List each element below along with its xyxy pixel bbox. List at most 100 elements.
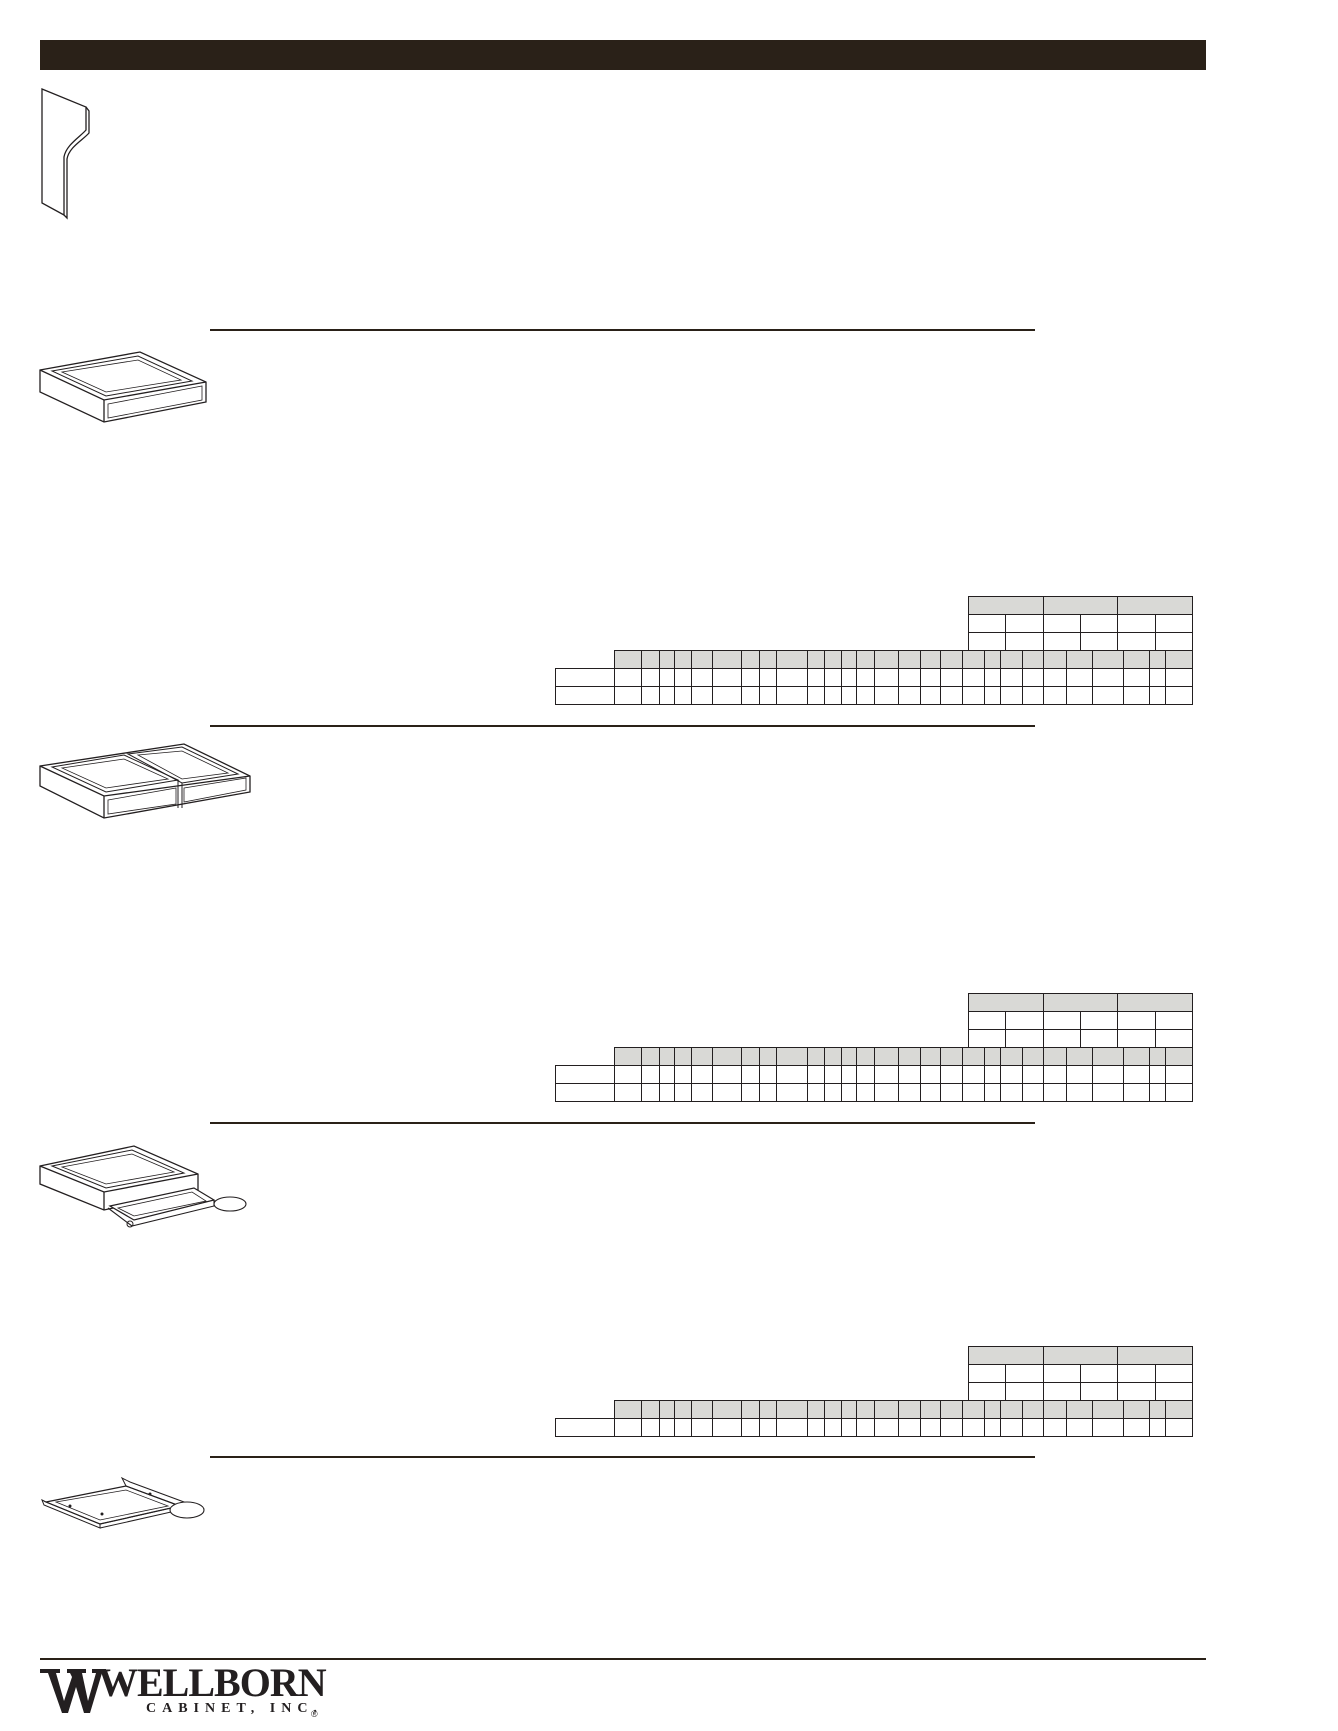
table-cell: [674, 650, 692, 669]
table-cell: [1066, 1047, 1094, 1066]
table-cell: [690, 1065, 714, 1084]
table-cell: [674, 1083, 692, 1102]
table-cell: [1021, 1065, 1044, 1084]
table-cell: [554, 1418, 616, 1437]
table-cell: [690, 1400, 714, 1419]
table-cell: [674, 668, 692, 687]
table-cell: [1021, 1083, 1044, 1102]
table-cell: [1000, 668, 1023, 687]
table-cell: [1164, 1400, 1194, 1419]
table-cell: [1154, 1011, 1194, 1030]
table-cell: [775, 1083, 808, 1102]
table-cell: [897, 1400, 922, 1419]
option-table-small: [967, 993, 1194, 1048]
table-cell: [961, 686, 985, 705]
table-cell: [824, 686, 842, 705]
table-cell: [1005, 1364, 1044, 1383]
table-cell: [658, 650, 676, 669]
table-cell: [554, 668, 616, 687]
wellborn-logo: WELLBORN CABINET, INC. ®: [40, 1661, 330, 1719]
table-cell: [1117, 1029, 1156, 1048]
table-cell: [1164, 668, 1194, 687]
table-cell: [712, 1418, 743, 1437]
size-grid-table: [554, 1047, 1194, 1102]
table-cell: [758, 1083, 777, 1102]
table-cell: [873, 650, 899, 669]
table-cell: [1123, 650, 1151, 669]
table-cell: [806, 668, 826, 687]
table-cell: [1117, 632, 1156, 651]
table-cell: [983, 1083, 1002, 1102]
table-cell: [983, 1418, 1002, 1437]
table-cell: [554, 1065, 616, 1084]
table-cell: [775, 686, 808, 705]
table-cell: [614, 1418, 642, 1437]
table-cell: [1066, 1400, 1094, 1419]
table-cell: [554, 686, 616, 705]
table-cell: [873, 1083, 899, 1102]
table-cell: [1042, 1400, 1068, 1419]
table-cell: [1164, 1047, 1194, 1066]
table-cell: [856, 1400, 875, 1419]
table-cell: [614, 686, 642, 705]
table-cell: [856, 1047, 875, 1066]
table-cell: [690, 1047, 714, 1066]
table-cell: [824, 650, 842, 669]
table-cell: [1066, 1065, 1094, 1084]
table-cell: [640, 1065, 660, 1084]
table-cell: [1000, 686, 1023, 705]
table-cell: [806, 1047, 826, 1066]
table-cell: [1154, 614, 1194, 633]
table-cell: [806, 1083, 826, 1102]
table-cell: [1079, 614, 1119, 633]
table-cell: [712, 1083, 743, 1102]
table-cell: [824, 1418, 842, 1437]
table-cell: [741, 1047, 760, 1066]
table-cell: [1000, 1047, 1023, 1066]
table-cell: [758, 1047, 777, 1066]
table-cell: [920, 1400, 942, 1419]
table-cell: [1092, 686, 1125, 705]
table-cell: [674, 686, 692, 705]
table-cell: [1149, 1418, 1166, 1437]
table-cell: [775, 668, 808, 687]
table-cell: [640, 1047, 660, 1066]
table-cell: [712, 686, 743, 705]
table-cell: [840, 668, 858, 687]
table-cell: [940, 1047, 963, 1066]
table-cell: [1042, 686, 1068, 705]
table-cell: [1066, 1083, 1094, 1102]
table-cell: [1117, 993, 1193, 1012]
table-cell: [1123, 1418, 1151, 1437]
table-cell: [712, 1400, 743, 1419]
table-cell: [920, 686, 942, 705]
table-cell: [873, 1047, 899, 1066]
table-cell: [968, 596, 1044, 615]
table-cell: [775, 650, 808, 669]
table-cell: [1079, 1382, 1119, 1401]
table-cell: [1164, 1065, 1194, 1084]
table-cell: [1149, 668, 1166, 687]
table-cell: [940, 686, 963, 705]
table-cell: [940, 668, 963, 687]
table-cell: [1164, 650, 1194, 669]
table-cell: [983, 1047, 1002, 1066]
table-cell: [967, 1382, 1007, 1401]
table-cell: [1005, 1011, 1044, 1030]
table-cell: [1154, 1382, 1194, 1401]
table-cell: [614, 668, 642, 687]
table-cell: [556, 1048, 615, 1066]
table-cell: [690, 650, 714, 669]
double-tray-illustration: [39, 743, 251, 819]
table-cell: [983, 650, 1002, 669]
table-cell: [1042, 1382, 1081, 1401]
table-cell: [1042, 632, 1081, 651]
table-cell: [897, 1083, 922, 1102]
table-cell: [1005, 632, 1044, 651]
table-cell: [1092, 668, 1125, 687]
size-grid-table: [554, 1400, 1194, 1437]
table-cell: [674, 1418, 692, 1437]
table-cell: [1079, 1029, 1119, 1048]
table-cell: [1092, 1083, 1125, 1102]
table-cell: [824, 1047, 842, 1066]
